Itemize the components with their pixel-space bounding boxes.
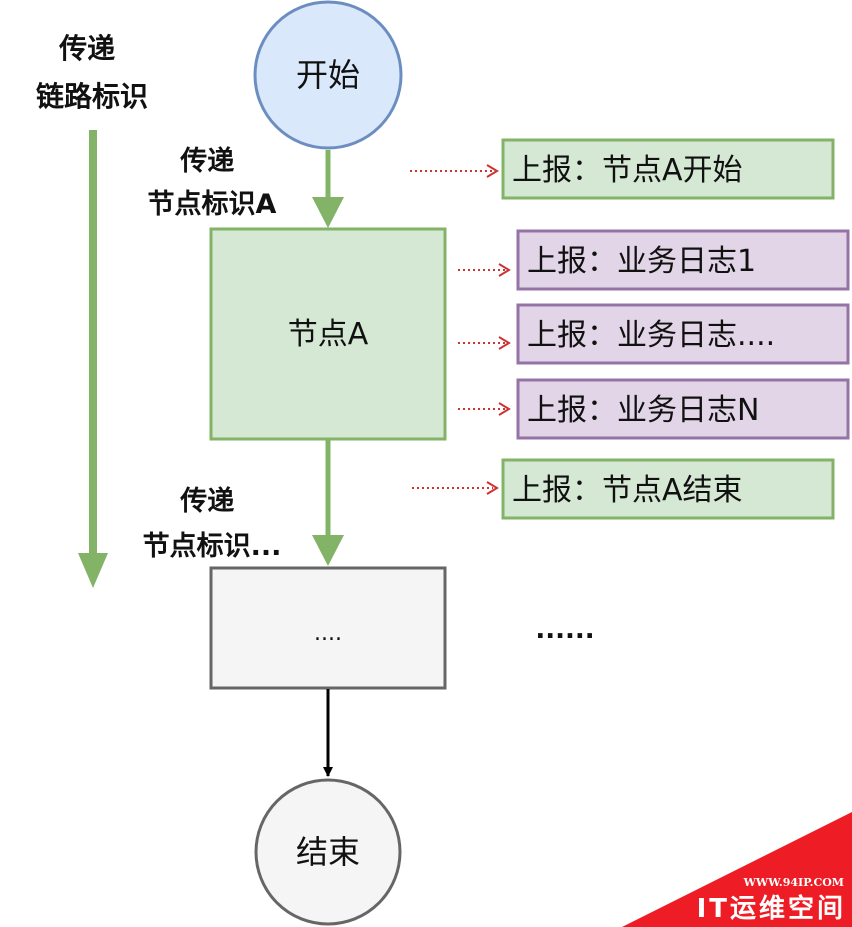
more-reports-ellipsis: ......: [535, 615, 594, 645]
next-node-label: ....: [314, 621, 342, 646]
end-node-label: 结束: [296, 833, 360, 871]
report-arrow-log-n: [458, 402, 511, 416]
report-log-1-text: 上报：业务日志1: [527, 244, 756, 279]
trace-propagation-label: 传递 链路标识: [36, 32, 148, 113]
report-arrow-log-1: [458, 263, 511, 277]
report-log-etc-text: 上报：业务日志....: [527, 318, 775, 353]
trace-propagation-arrow: [78, 130, 108, 588]
end-node: 结束: [254, 778, 402, 926]
report-node-end-box: 上报：节点A结束: [501, 458, 835, 520]
start-to-node-a-arrow: [312, 150, 344, 228]
start-node-label: 开始: [296, 56, 360, 94]
node-a: 节点A: [209, 227, 447, 441]
report-arrow-node-start: [410, 164, 499, 178]
report-node-start-box: 上报：节点A开始: [501, 138, 835, 200]
report-log-etc-box: 上报：业务日志....: [516, 303, 850, 365]
report-log-1-box: 上报：业务日志1: [516, 229, 850, 291]
next-node: ....: [209, 566, 447, 690]
report-log-n-box: 上报：业务日志N: [516, 378, 850, 440]
node-a-to-next-arrow: [312, 440, 344, 566]
report-node-end-text: 上报：节点A结束: [512, 473, 743, 508]
watermark-brand: IT运维空间: [697, 893, 846, 924]
report-node-start-text: 上报：节点A开始: [512, 153, 743, 188]
node-id-next-label: 传递 节点标识...: [143, 485, 282, 562]
report-arrow-log-etc: [458, 336, 511, 350]
start-node: 开始: [253, 0, 403, 150]
report-log-n-text: 上报：业务日志N: [527, 393, 759, 428]
report-arrow-node-end: [412, 481, 499, 495]
node-id-a-label: 传递 节点标识A: [148, 145, 277, 220]
node-a-label: 节点A: [288, 317, 369, 352]
watermark: WWW.94IP.COM IT运维空间: [622, 812, 852, 927]
watermark-url: WWW.94IP.COM: [743, 876, 844, 889]
